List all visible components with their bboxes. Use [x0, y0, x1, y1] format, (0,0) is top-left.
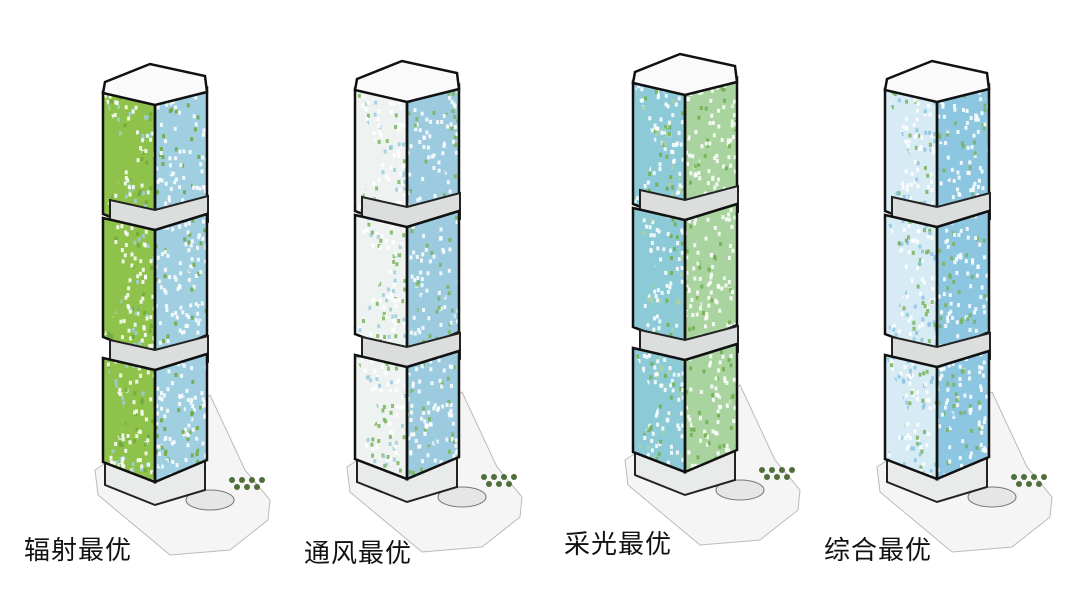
tree — [491, 474, 497, 480]
tree — [1041, 474, 1047, 480]
fountain — [185, 489, 235, 511]
tree — [496, 481, 502, 487]
roof — [631, 52, 739, 97]
tree — [1031, 474, 1037, 480]
tower-3 — [624, 52, 801, 546]
tree — [259, 477, 265, 483]
tower-label-ventilation: 通风最优 — [304, 539, 413, 569]
tower-4 — [876, 59, 1053, 553]
tree — [779, 467, 785, 473]
facade-panels — [633, 78, 737, 224]
tree — [254, 484, 260, 490]
tree — [1026, 481, 1032, 487]
tree — [481, 474, 487, 480]
tree — [501, 474, 507, 480]
facade-left — [103, 358, 155, 482]
tree — [249, 477, 255, 483]
tree — [239, 477, 245, 483]
facade-left — [355, 355, 407, 479]
tree — [1036, 481, 1042, 487]
tower-label-overall: 综合最优 — [824, 536, 933, 566]
tower-label-radiation: 辐射最优 — [24, 536, 133, 566]
tower-2 — [346, 59, 523, 553]
tree — [789, 467, 795, 473]
tree — [759, 467, 765, 473]
tree — [511, 474, 517, 480]
facade-right — [155, 354, 207, 482]
tree — [1021, 474, 1027, 480]
tree — [774, 474, 780, 480]
fountain — [715, 479, 765, 501]
facade-right — [407, 211, 459, 354]
facade-right — [685, 344, 737, 472]
fountain — [437, 486, 487, 508]
tower-label-daylight: 采光最优 — [564, 530, 673, 560]
facade-left — [633, 208, 685, 347]
roof — [101, 62, 209, 107]
tree — [244, 484, 250, 490]
tree — [506, 481, 512, 487]
tower-1 — [94, 62, 271, 556]
facade-left — [103, 92, 155, 234]
tree — [764, 474, 770, 480]
tree — [486, 481, 492, 487]
tree — [229, 477, 235, 483]
tree — [1016, 481, 1022, 487]
tree — [1011, 474, 1017, 480]
facade-right — [937, 211, 989, 354]
roof — [353, 59, 461, 104]
fountain — [967, 486, 1017, 508]
tree — [784, 474, 790, 480]
tree — [769, 467, 775, 473]
roof — [883, 59, 991, 104]
tree — [234, 484, 240, 490]
